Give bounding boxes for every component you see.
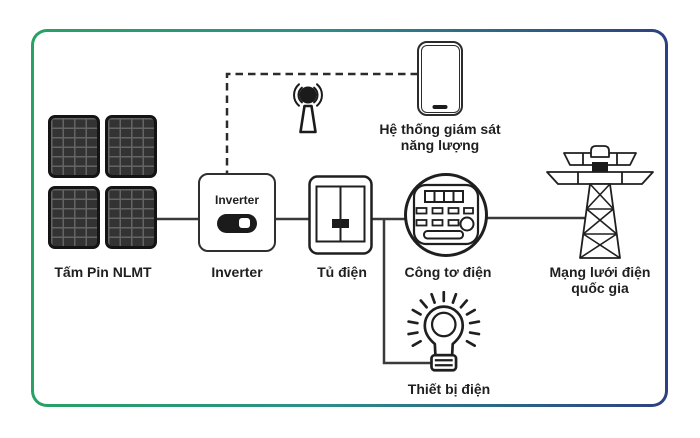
inverter-icon: Inverter (198, 173, 276, 252)
antenna-icon (293, 83, 323, 134)
label-power-meter: Công tơ điện (404, 264, 492, 280)
label-national-grid-line1: Mạng lưới điện (549, 264, 651, 280)
inverter-switch-knob (239, 218, 250, 228)
inverter-box-text: Inverter (214, 192, 260, 207)
label-cabinet: Tủ điện (317, 264, 367, 280)
label-inverter: Inverter (211, 264, 263, 280)
line-branch-to-devices (382, 219, 436, 365)
label-electrical-devices: Thiết bị điện (407, 381, 491, 397)
solar-panel-cell (48, 115, 100, 178)
smartphone-screen (420, 44, 460, 113)
solar-panel-cell (105, 186, 157, 249)
power-meter-icon (404, 173, 488, 257)
label-monitoring-system-line1: Hệ thống giám sát (379, 121, 501, 137)
label-monitoring-system-line2: năng lượng (400, 137, 480, 153)
light-bulb-icon (407, 291, 481, 372)
label-solar-panels: Tấm Pin NLMT (54, 264, 152, 280)
label-national-grid: Mạng lưới điện quốc gia (538, 264, 662, 296)
smartphone-home-bar (432, 105, 448, 109)
solar-panel-cell (48, 186, 100, 249)
inverter-switch (217, 213, 257, 233)
label-monitoring-system: Hệ thống giám sát năng lượng (374, 121, 506, 153)
smartphone-icon (417, 41, 463, 116)
transmission-tower-icon (546, 145, 654, 259)
cabinet-icon (308, 175, 373, 255)
solar-panel-cell (105, 115, 157, 178)
solar-panel-icon (48, 115, 157, 249)
label-national-grid-line2: quốc gia (571, 280, 629, 296)
dashed-line-inverter-to-monitoring (225, 72, 419, 178)
